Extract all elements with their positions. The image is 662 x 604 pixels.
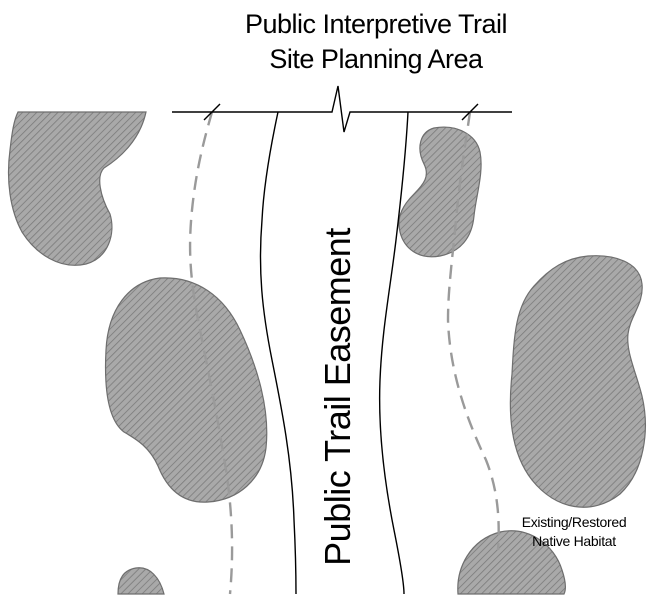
title-line-1: Public Interpretive Trail [245, 9, 507, 39]
habitat-area-right-small [398, 126, 482, 258]
easement-edge-right [378, 111, 409, 595]
title-line-2: Site Planning Area [269, 44, 484, 74]
easement-edge-left [259, 111, 297, 595]
break-line [172, 85, 512, 133]
habitat-label-line-2: Native Habitat [532, 533, 616, 549]
break-tick-right [461, 103, 479, 121]
easement-label: Public Trail Easement [317, 228, 358, 566]
habitat-area-right-large [509, 255, 646, 508]
planning-boundary-right [446, 111, 500, 551]
habitat-area-left-large [104, 277, 268, 503]
break-tick-left [203, 103, 221, 121]
habitat-area-top-left [7, 111, 147, 266]
habitat-area-bottom-left [117, 567, 165, 595]
planning-boundary-left [188, 111, 234, 595]
habitat-area-bottom-right [457, 530, 566, 595]
habitat-label-line-1: Existing/Restored [522, 514, 627, 530]
